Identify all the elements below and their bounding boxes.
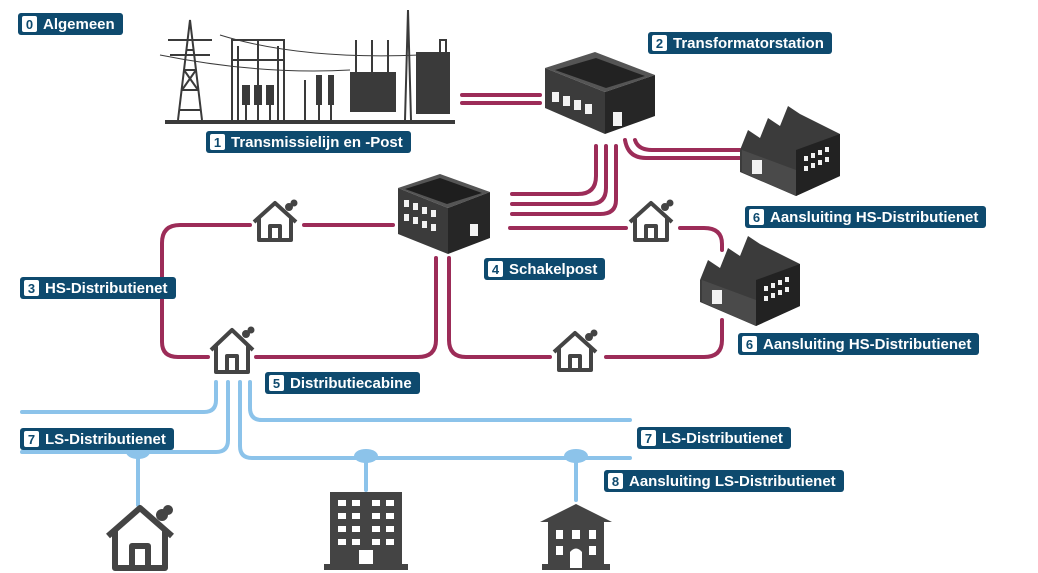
label-text: Aansluiting HS-Distributienet xyxy=(770,208,979,226)
label-ls-distributienet-right[interactable]: 7 LS-Distributienet xyxy=(637,427,791,449)
villa-icon xyxy=(540,504,612,570)
house-icon xyxy=(252,199,298,242)
label-number: 6 xyxy=(749,209,764,225)
label-text: HS-Distributienet xyxy=(45,279,168,297)
factory-icon xyxy=(740,106,840,196)
factory-icon xyxy=(700,236,800,326)
label-text: Transmissielijn en -Post xyxy=(231,133,403,151)
distribution-cabin-icon xyxy=(209,326,255,374)
label-text: Aansluiting HS-Distributienet xyxy=(763,335,972,353)
ls-node-apartment xyxy=(354,449,378,463)
label-text: Distributiecabine xyxy=(290,374,412,392)
label-number: 8 xyxy=(608,473,623,489)
label-schakelpost[interactable]: 4 Schakelpost xyxy=(484,258,606,280)
house-icon xyxy=(106,505,174,571)
label-text: LS-Distributienet xyxy=(45,430,166,448)
label-algemeen[interactable]: 0 Algemeen xyxy=(18,13,123,35)
label-number: 7 xyxy=(24,431,39,447)
label-number: 7 xyxy=(641,430,656,446)
label-text: Algemeen xyxy=(43,15,115,33)
label-transmissie[interactable]: 1 Transmissielijn en -Post xyxy=(206,131,411,153)
label-number: 0 xyxy=(22,16,37,32)
house-icon xyxy=(628,199,674,242)
label-text: Transformatorstation xyxy=(673,34,824,52)
label-number: 6 xyxy=(742,336,757,352)
label-number: 3 xyxy=(24,280,39,296)
label-hs-distributienet[interactable]: 3 HS-Distributienet xyxy=(20,277,176,299)
label-aansluiting-ls[interactable]: 8 Aansluiting LS-Distributienet xyxy=(604,470,844,492)
ls-node-villa xyxy=(564,449,588,463)
label-number: 4 xyxy=(488,261,503,277)
label-transformatorstation[interactable]: 2 Transformatorstation xyxy=(648,32,832,54)
apartment-building-icon xyxy=(324,492,408,570)
label-distributiecabine[interactable]: 5 Distributiecabine xyxy=(265,372,420,394)
label-text: LS-Distributienet xyxy=(662,429,783,447)
label-number: 2 xyxy=(652,35,667,51)
substation-building-icon xyxy=(545,52,655,134)
ls-cables xyxy=(20,380,632,507)
hs-cables xyxy=(160,93,742,359)
label-number: 1 xyxy=(210,134,225,150)
label-ls-distributienet-left[interactable]: 7 LS-Distributienet xyxy=(20,428,174,450)
label-aansluiting-hs-2[interactable]: 6 Aansluiting HS-Distributienet xyxy=(738,333,980,355)
label-number: 5 xyxy=(269,375,284,391)
house-icon xyxy=(552,329,598,372)
label-text: Aansluiting LS-Distributienet xyxy=(629,472,836,490)
transmission-towers-icon xyxy=(159,9,455,124)
label-aansluiting-hs-1[interactable]: 6 Aansluiting HS-Distributienet xyxy=(745,206,987,228)
label-text: Schakelpost xyxy=(509,260,598,278)
switching-post-icon xyxy=(398,174,490,254)
